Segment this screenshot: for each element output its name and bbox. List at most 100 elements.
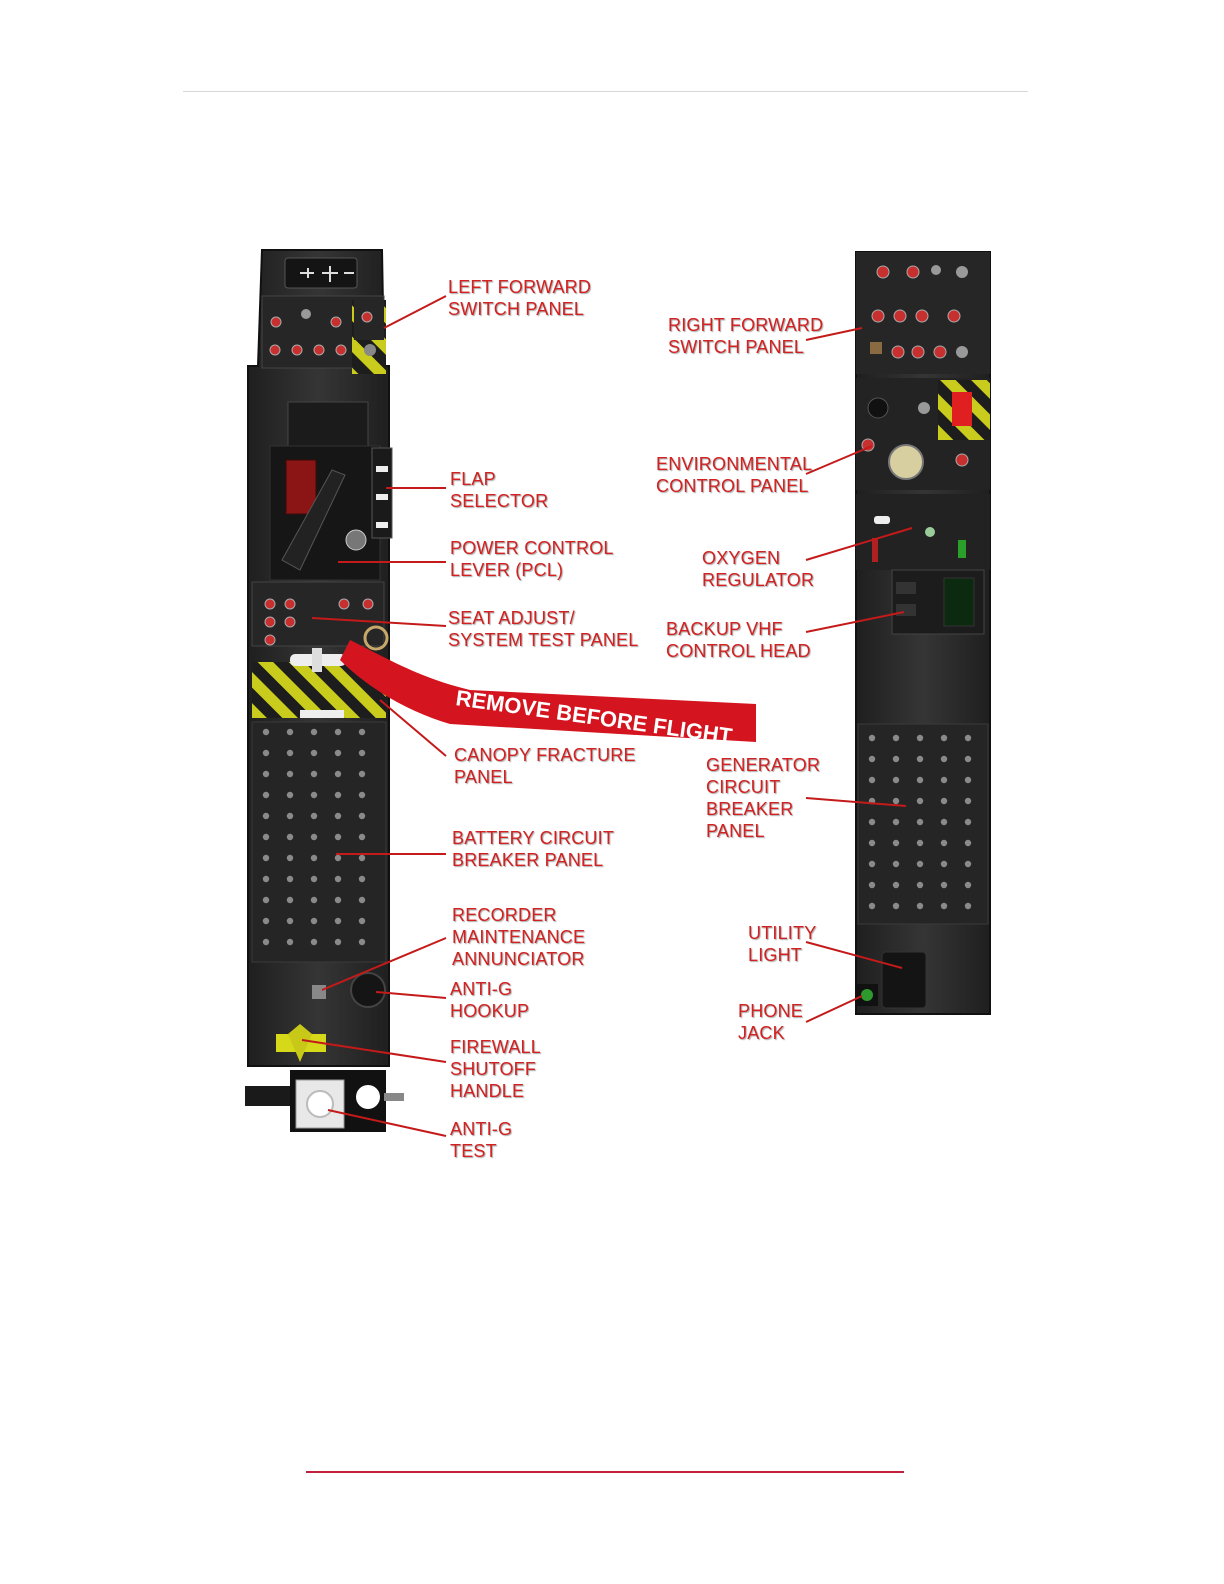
- circuit-breaker: [311, 918, 317, 924]
- circuit-breaker: [311, 750, 317, 756]
- circuit-breaker: [263, 897, 269, 903]
- circuit-breaker: [311, 771, 317, 777]
- right-forward-switch-panel: [856, 252, 990, 374]
- right-console: [856, 252, 990, 1014]
- circuit-breaker: [263, 750, 269, 756]
- circuit-breaker: [263, 771, 269, 777]
- callout-canopy-fracture-panel: CANOPY FRACTUREPANEL: [454, 744, 636, 788]
- circuit-breaker: [359, 876, 365, 882]
- leader-left-forward: [384, 296, 446, 328]
- circuit-breaker: [287, 939, 293, 945]
- circuit-breaker: [965, 861, 971, 867]
- circuit-breaker: [917, 819, 923, 825]
- circuit-breaker: [335, 750, 341, 756]
- circuit-breaker: [941, 798, 947, 804]
- circuit-breaker: [311, 729, 317, 735]
- circuit-breaker: [335, 792, 341, 798]
- circuit-breaker: [869, 840, 875, 846]
- circuit-breaker: [917, 840, 923, 846]
- circuit-breaker: [359, 771, 365, 777]
- utility-light: [882, 952, 926, 1008]
- circuit-breaker: [893, 735, 899, 741]
- anti-g-hookup: [351, 973, 385, 1007]
- circuit-breaker: [893, 882, 899, 888]
- circuit-breaker: [917, 882, 923, 888]
- circuit-breaker: [311, 834, 317, 840]
- circuit-breaker: [893, 798, 899, 804]
- circuit-breaker: [359, 855, 365, 861]
- circuit-breaker: [941, 819, 947, 825]
- circuit-breaker: [893, 861, 899, 867]
- circuit-breaker: [869, 882, 875, 888]
- circuit-breaker: [917, 756, 923, 762]
- circuit-breaker: [311, 855, 317, 861]
- circuit-breaker: [263, 834, 269, 840]
- circuit-breaker: [335, 771, 341, 777]
- circuit-breaker: [287, 876, 293, 882]
- oxygen-regulator: [856, 494, 990, 570]
- circuit-breaker: [359, 750, 365, 756]
- phone-jack: [856, 984, 878, 1006]
- circuit-breaker: [869, 819, 875, 825]
- circuit-breaker: [893, 840, 899, 846]
- circuit-breaker: [893, 777, 899, 783]
- circuit-breaker: [941, 882, 947, 888]
- anti-g-test: [245, 1070, 404, 1132]
- seat-adjust-system-test-panel: [252, 582, 387, 649]
- callout-anti-g-test: ANTI-GTEST: [450, 1118, 512, 1162]
- circuit-breaker: [917, 903, 923, 909]
- circuit-breaker: [335, 897, 341, 903]
- circuit-breaker: [335, 918, 341, 924]
- circuit-breaker: [263, 918, 269, 924]
- circuit-breaker: [359, 834, 365, 840]
- circuit-breaker: [965, 840, 971, 846]
- circuit-breaker: [359, 918, 365, 924]
- circuit-breaker: [893, 756, 899, 762]
- temp-selector-knob: [889, 445, 923, 479]
- recorder-maintenance-annunciator: [312, 985, 326, 999]
- callout-battery-circuit-breaker-panel: BATTERY CIRCUITBREAKER PANEL: [452, 827, 614, 871]
- circuit-breaker: [869, 777, 875, 783]
- callout-seat-adjust-system-test-panel: SEAT ADJUST/SYSTEM TEST PANEL: [448, 607, 638, 651]
- backup-vhf-control-head: [892, 570, 984, 634]
- footer-rule: [306, 1471, 904, 1473]
- circuit-breaker: [965, 777, 971, 783]
- circuit-breaker: [311, 813, 317, 819]
- circuit-breaker: [263, 729, 269, 735]
- circuit-breaker: [359, 792, 365, 798]
- circuit-breaker: [263, 813, 269, 819]
- circuit-breaker: [287, 897, 293, 903]
- circuit-breaker: [335, 813, 341, 819]
- circuit-breaker: [869, 756, 875, 762]
- circuit-breaker: [941, 735, 947, 741]
- left-forward-switch-panel: [262, 296, 386, 374]
- environmental-control-panel: [856, 378, 990, 490]
- circuit-breaker: [311, 939, 317, 945]
- leader-phone-jack: [806, 996, 862, 1022]
- circuit-breaker: [287, 855, 293, 861]
- circuit-breaker: [965, 735, 971, 741]
- pcl-knob: [346, 530, 366, 550]
- circuit-breaker: [869, 861, 875, 867]
- circuit-breaker: [287, 918, 293, 924]
- battery-circuit-breaker-panel: [252, 722, 386, 962]
- circuit-breaker: [917, 777, 923, 783]
- generator-circuit-breaker-panel: [858, 724, 988, 924]
- circuit-breaker: [941, 756, 947, 762]
- circuit-breaker: [287, 729, 293, 735]
- circuit-breaker: [965, 882, 971, 888]
- circuit-breaker: [359, 939, 365, 945]
- circuit-breaker: [335, 939, 341, 945]
- circuit-breaker: [359, 897, 365, 903]
- circuit-breaker: [893, 819, 899, 825]
- circuit-breaker: [893, 903, 899, 909]
- circuit-breaker: [359, 729, 365, 735]
